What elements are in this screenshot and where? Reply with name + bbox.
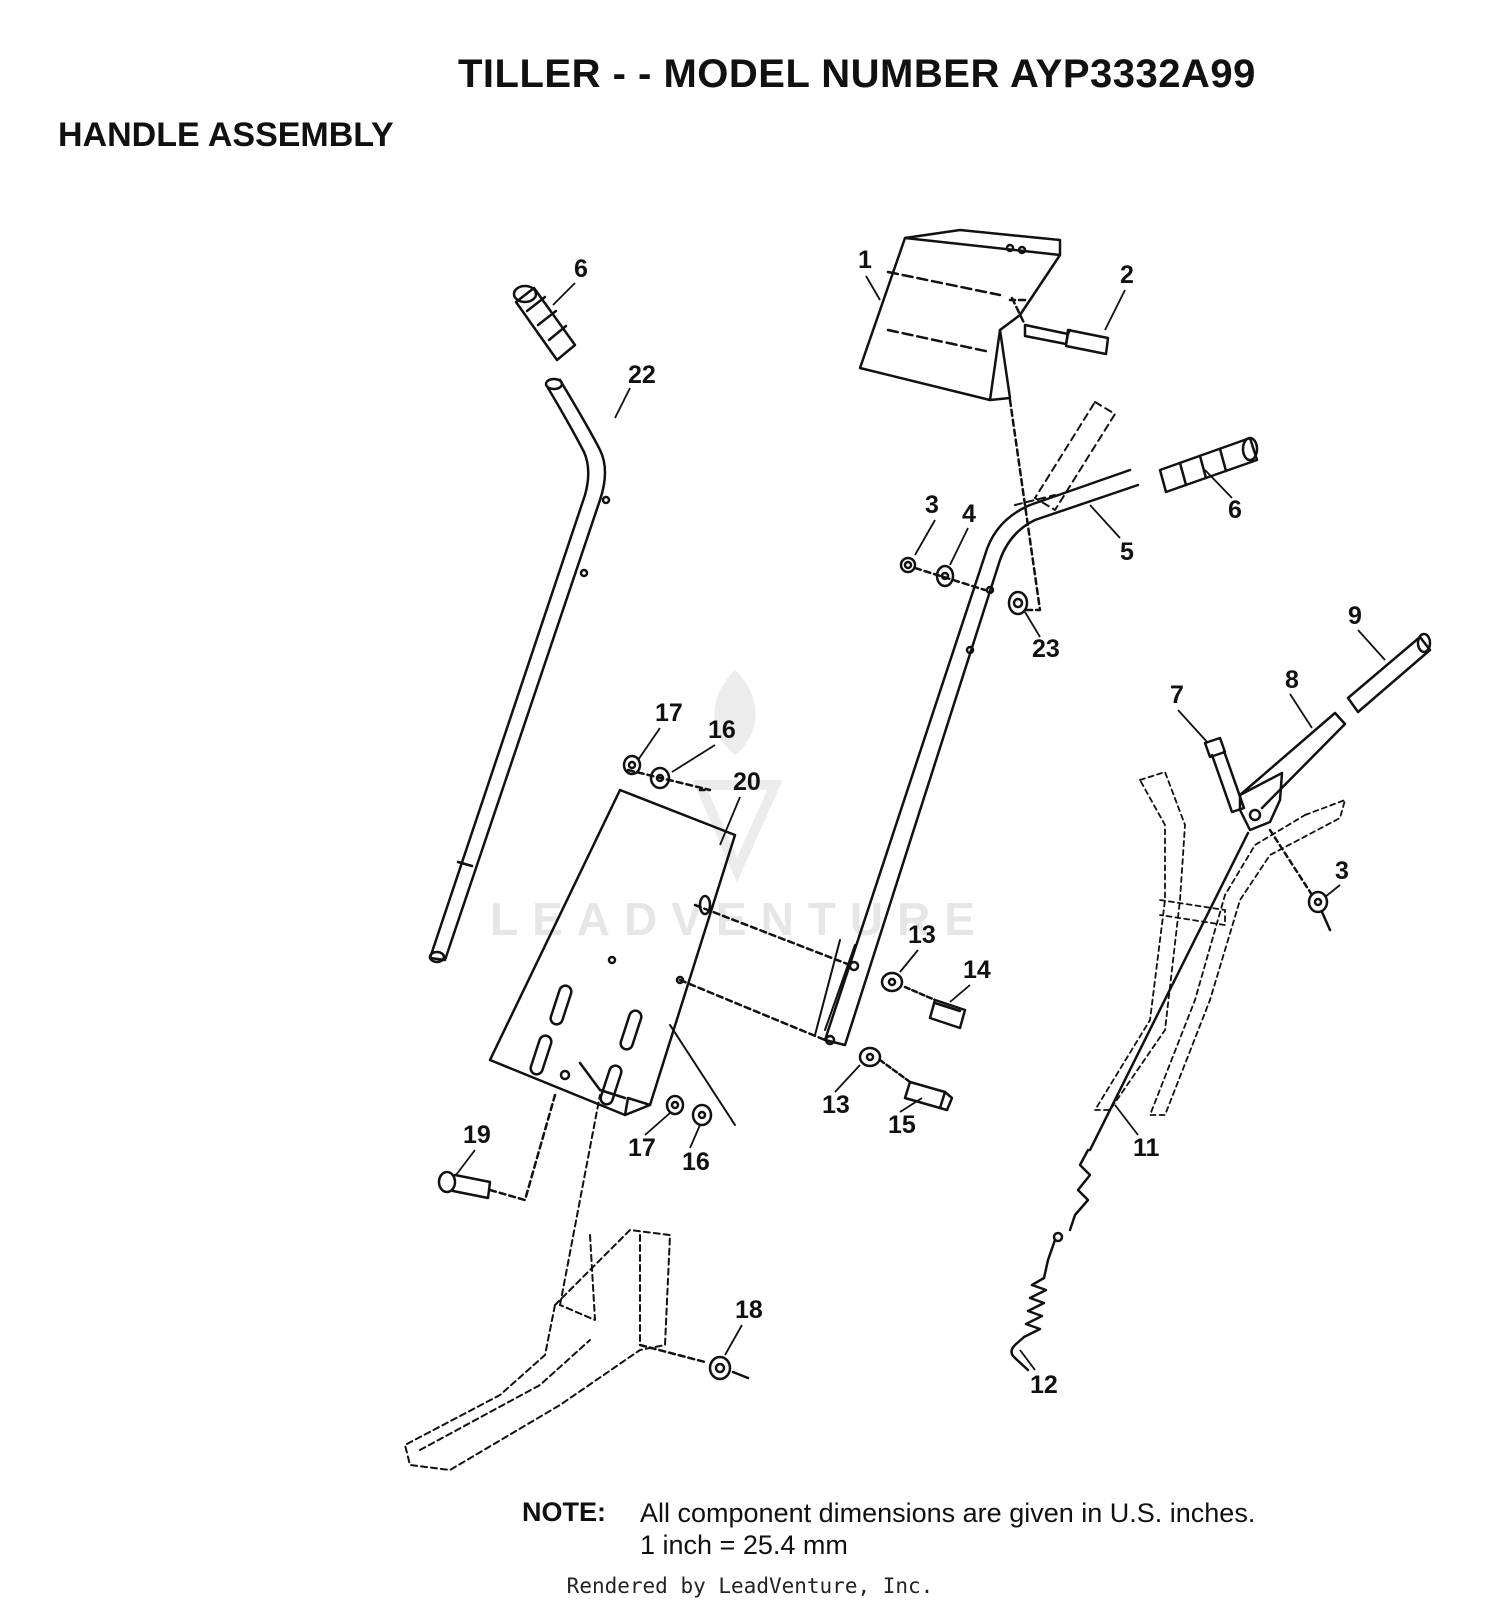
leader-line xyxy=(669,1024,736,1126)
callout-15: 15 xyxy=(888,1111,916,1139)
callout-2: 2 xyxy=(1120,261,1134,289)
callout-20: 20 xyxy=(733,768,761,796)
note-line-2: 1 inch = 25.4 mm xyxy=(640,1530,848,1560)
part-12-spring xyxy=(1010,1231,1064,1372)
callout-8: 8 xyxy=(1285,666,1299,694)
dimension-note: NOTE: All component dimensions are given … xyxy=(522,1497,1255,1561)
callout-9: 9 xyxy=(1348,602,1362,630)
leader-line xyxy=(1008,398,1042,612)
part-9-grip xyxy=(1346,632,1432,714)
callout-4: 4 xyxy=(962,500,976,528)
part-17-nut xyxy=(665,1094,685,1116)
leader-line xyxy=(678,978,827,1042)
part-1-bracket xyxy=(858,228,1062,402)
callout-17-bottom: 17 xyxy=(628,1134,656,1162)
callout-6-left: 6 xyxy=(574,255,588,283)
part-7-bolt xyxy=(1203,736,1246,814)
note-line-1: All component dimensions are given in U.… xyxy=(640,1498,1256,1528)
section-title: HANDLE ASSEMBLY xyxy=(58,116,394,154)
callout-7: 7 xyxy=(1170,681,1184,709)
page-title: TILLER - - MODEL NUMBER AYP3332A99 xyxy=(458,52,1256,96)
phantom-right-handle xyxy=(1094,771,1346,1116)
part-17-nut xyxy=(622,754,642,776)
part-16-washer xyxy=(649,766,671,790)
callout-19: 19 xyxy=(463,1121,491,1149)
callout-11: 11 xyxy=(1133,1134,1160,1162)
leader-line xyxy=(693,903,852,967)
part-23-washer xyxy=(1007,590,1029,616)
callout-1: 1 xyxy=(858,246,872,274)
callout-14: 14 xyxy=(963,956,991,984)
part-20-mounting-plate xyxy=(488,788,737,1117)
callout-3-right: 3 xyxy=(1335,857,1349,885)
callout-labels: 1 2 3 4 5 6 6 7 8 9 11 12 13 13 14 15 16… xyxy=(463,246,1362,1399)
phantom-lever xyxy=(1014,401,1116,511)
part-8-lever xyxy=(1238,711,1347,832)
part-19-bolt xyxy=(437,1093,557,1202)
callout-13-top: 13 xyxy=(908,921,936,949)
callout-6-right: 6 xyxy=(1228,496,1242,524)
note-label: NOTE: xyxy=(522,1497,606,1527)
part-16-washer xyxy=(691,1103,713,1127)
leader-line xyxy=(913,566,987,592)
callout-17-top: 17 xyxy=(655,699,683,727)
callout-3: 3 xyxy=(925,491,939,519)
part-15-bolt xyxy=(878,1058,954,1112)
callout-23: 23 xyxy=(1032,635,1060,663)
phantom-tiller-frame xyxy=(404,1094,671,1471)
part-22-left-handle xyxy=(428,377,611,964)
part-14-bolt xyxy=(903,985,967,1030)
part-13-washer xyxy=(880,971,904,993)
part-3-nut xyxy=(899,556,917,574)
callout-5: 5 xyxy=(1120,538,1134,566)
part-6-right-grip xyxy=(1158,436,1259,494)
part-3-nut xyxy=(1268,828,1332,932)
callout-leaders xyxy=(455,275,1386,1371)
part-11-control-rod xyxy=(1068,831,1250,1232)
part-13-washer xyxy=(858,1046,882,1068)
callout-22: 22 xyxy=(628,361,656,389)
leader-line xyxy=(626,768,712,792)
callout-12: 12 xyxy=(1030,1371,1058,1399)
callout-16-top: 16 xyxy=(708,716,736,744)
render-credit: Rendered by LeadVenture, Inc. xyxy=(566,1574,934,1598)
note-body: All component dimensions are given in U.… xyxy=(640,1497,1255,1561)
callout-16-bottom: 16 xyxy=(682,1148,710,1176)
callout-18: 18 xyxy=(735,1296,763,1324)
callout-13-bottom: 13 xyxy=(822,1091,850,1119)
part-6-left-grip xyxy=(512,284,577,362)
part-2-bolt xyxy=(1008,296,1110,356)
part-18-nut xyxy=(638,1343,750,1381)
